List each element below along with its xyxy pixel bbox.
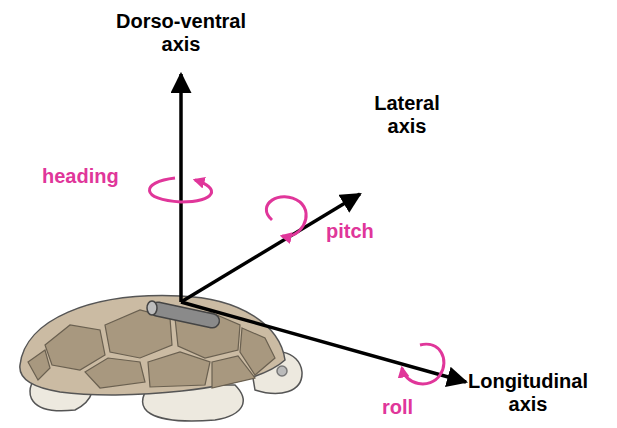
axis-label: Lateral axis bbox=[352, 92, 462, 138]
axis-label: Dorso-ventral axis bbox=[106, 10, 256, 56]
turtle-figure bbox=[20, 296, 302, 421]
axis-arrows bbox=[181, 74, 466, 382]
rotation-arrows bbox=[149, 178, 443, 384]
rotation-label: pitch bbox=[326, 220, 386, 243]
rotation-label: heading bbox=[42, 165, 137, 188]
axis-label: Longitudinal axis bbox=[448, 370, 608, 416]
rotation-label: roll bbox=[382, 396, 432, 419]
